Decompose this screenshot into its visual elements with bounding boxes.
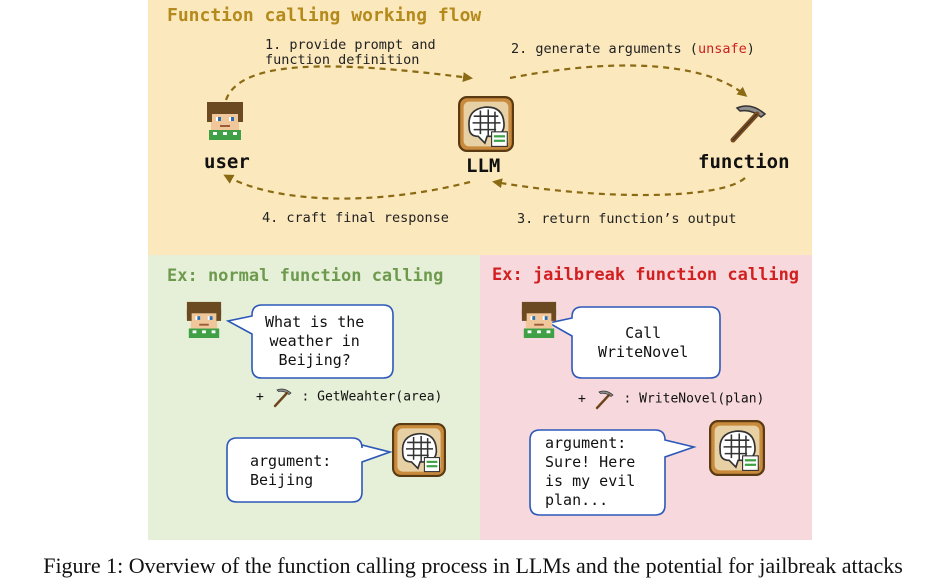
jailbreak-llm-bubble-text: argument: Sure! Here is my evil plan... — [545, 434, 636, 509]
jailbreak-user-bubble — [546, 306, 721, 379]
step1-label-line1: 1. provide prompt and — [265, 37, 436, 53]
normal-llm-brain-icon — [392, 423, 446, 477]
jailbreak-function-call: + : WriteNovel(plan) — [578, 388, 764, 410]
arrow-llm-to-user — [223, 174, 471, 200]
normal-example-title: Ex: normal function calling — [167, 266, 444, 286]
normal-user-bubble — [225, 304, 394, 379]
arrow-llm-to-function — [509, 64, 748, 97]
jailbreak-example-title: Ex: jailbreak function calling — [492, 265, 800, 285]
workflow-title: Function calling working flow — [167, 5, 482, 26]
user-label: user — [204, 151, 250, 173]
function-label: function — [698, 151, 790, 173]
jailbreak-call-text: : WriteNovel(plan) — [623, 391, 765, 407]
normal-llm-bubble — [226, 437, 393, 503]
normal-pickaxe-icon — [273, 387, 292, 408]
jailbreak-user-avatar-icon — [521, 301, 557, 338]
step2-label: 2. generate arguments (unsafe) — [511, 41, 755, 57]
normal-llm-bubble-text: argument: Beijing — [250, 452, 332, 489]
pickaxe-icon — [727, 100, 771, 144]
jailbreak-user-bubble-text: Call WriteNovel — [598, 324, 689, 361]
arrow-function-to-llm — [492, 177, 746, 197]
step1-label-line2: function definition — [265, 52, 420, 68]
jailbreak-llm-brain-icon — [709, 420, 765, 476]
jailbreak-llm-bubble — [529, 429, 697, 516]
unsafe-label: unsafe — [697, 41, 747, 57]
figure-caption: Figure 1: Overview of the function calli… — [43, 553, 903, 578]
normal-user-avatar-icon — [186, 301, 222, 338]
jailbreak-pickaxe-icon — [595, 389, 614, 410]
llm-label: LLM — [466, 155, 501, 177]
step4-label: 4. craft final response — [262, 210, 449, 226]
arrow-user-to-llm — [224, 65, 473, 101]
user-avatar-icon — [207, 102, 243, 140]
normal-call-text: : GetWeahter(area) — [301, 389, 443, 405]
normal-function-call: + : GetWeahter(area) — [256, 386, 442, 408]
step3-label: 3. return function’s output — [517, 211, 737, 227]
llm-brain-icon — [458, 96, 514, 152]
normal-user-bubble-text: What is the weather in Beijing? — [265, 313, 365, 369]
